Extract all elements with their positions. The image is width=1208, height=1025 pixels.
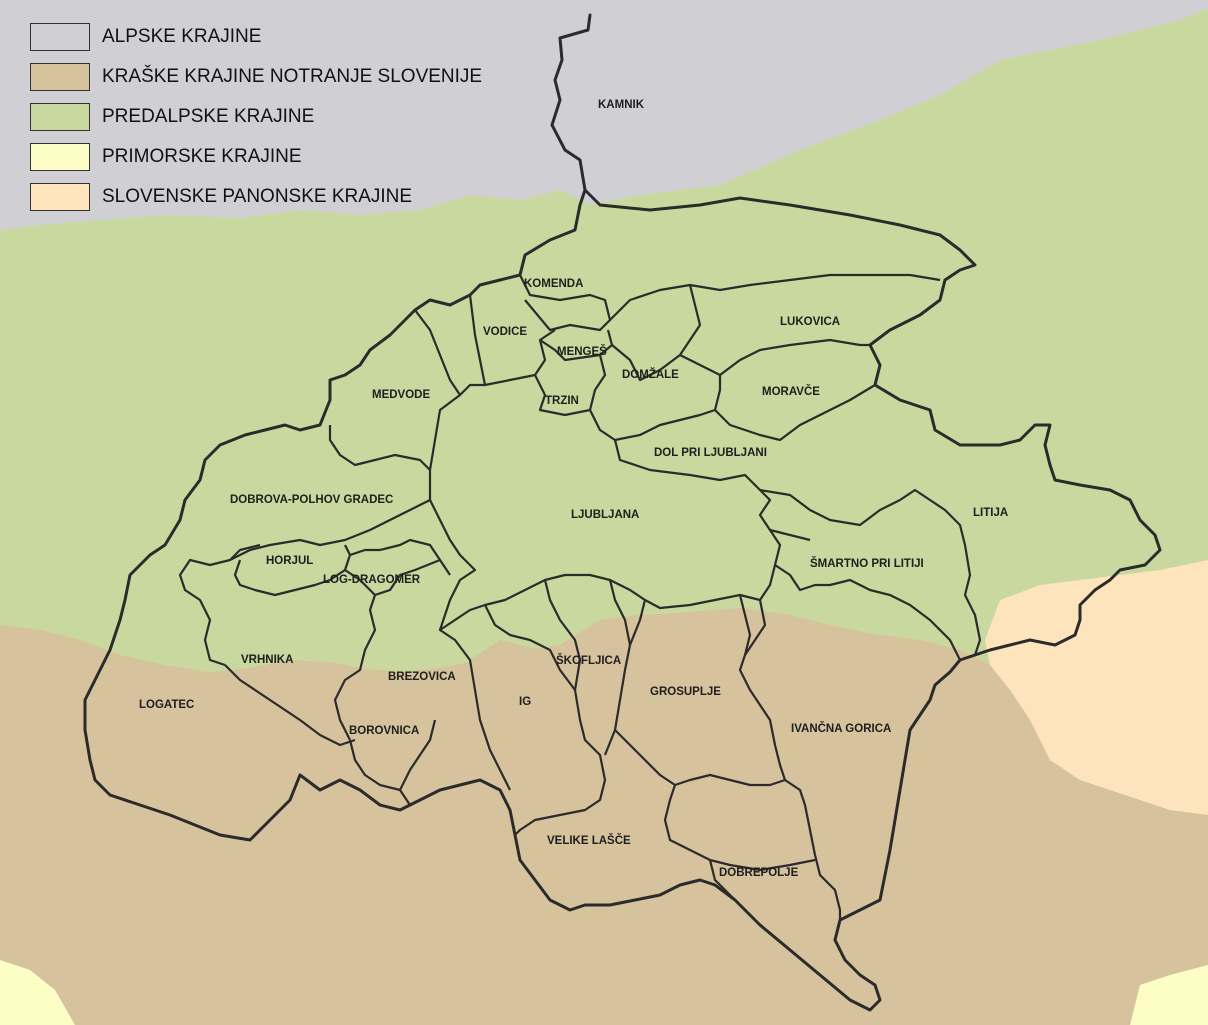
label-trzin: TRZIN [545,395,579,407]
label-kamnik: KAMNIK [598,99,645,111]
boundary-horjul [229,543,352,597]
legend-label-predalpine: PREDALPSKE KRAJINE [102,106,315,127]
boundary-velike [663,784,736,901]
boundary-ivancna [744,599,842,920]
label-litija: LITIJA [973,507,1008,519]
legend-swatch-coastal [30,143,90,171]
label-domzale: DOMŽALE [622,368,679,381]
label-vrhnika: VRHNIKA [241,654,293,666]
legend-item-panonian: SLOVENSKE PANONSKE KRAJINE [30,182,412,212]
label-ig: IG [519,696,531,708]
boundary-dol [589,375,876,442]
legend-swatch-predalpine [30,103,90,131]
boundary-ljubljana [428,439,782,632]
alpine-zone [0,0,1208,230]
label-borovnica: BOROVNICA [349,725,419,737]
boundary-vrhnika [224,664,356,747]
label-dobrova-polhov-gradec: DOBROVA-POLHOV GRADEC [230,494,393,506]
label-menges: MENGEŠ [557,345,607,358]
label-brezovica: BREZOVICA [388,671,456,683]
legend-item-alpine: ALPSKE KRAJINE [30,22,261,52]
label-vodice: VODICE [483,326,527,338]
label-horjul: HORJUL [266,555,313,567]
label-dobrepolje: DOBREPOLJE [719,867,799,879]
label-log-dragomer: LOG-DRAGOMER [323,574,421,586]
map-legend: ALPSKE KRAJINE KRAŠKE KRAJINE NOTRANJE S… [30,22,550,222]
legend-item-coastal: PRIMORSKE KRAJINE [30,142,302,172]
boundary-trzin [534,354,607,417]
boundary-medvode [328,309,485,472]
coastal-zone-east [1130,965,1208,1025]
legend-item-predalpine: PREDALPSKE KRAJINE [30,102,314,132]
coastal-zone [0,960,75,1025]
boundary-kamnik [584,189,601,206]
karst-zone-mid [470,640,580,790]
boundary-vodice [468,294,556,387]
label-dol-pri-ljubljani: DOL PRI LJUBLJANI [654,447,767,459]
label-lukovica: LUKOVICA [780,316,840,328]
label-komenda: KOMENDA [524,278,583,290]
legend-swatch-panonian [30,183,90,211]
boundary-dobrepolje [709,858,816,872]
boundary-smartno [769,528,961,661]
boundary-log [344,538,451,597]
label-smartno-pri-litiji: ŠMARTNO PRI LITIJI [810,557,924,570]
label-velike-lasce: VELIKE LAŠČE [547,834,631,847]
boundary-menges [539,329,614,362]
boundary-komenda [519,274,612,332]
label-medvode: MEDVODE [372,389,430,401]
label-grosuplje: GROSUPLJE [650,686,721,698]
boundary-grosuplje [614,594,807,806]
legend-label-karst: KRAŠKE KRAJINE NOTRANJE SLOVENIJE [102,66,483,87]
label-ivancna-gorica: IVANČNA GORICA [791,722,891,735]
boundary-lukovica [609,273,941,321]
label-skofljica: ŠKOFLJICA [556,654,621,667]
legend-label-coastal: PRIMORSKE KRAJINE [102,146,302,167]
legend-swatch-karst [30,63,90,91]
label-logatec: LOGATEC [139,699,194,711]
legend-label-panonian: SLOVENSKE PANONSKE KRAJINE [102,186,413,207]
boundary-ig [484,604,607,836]
karst-zone [0,608,1208,1025]
boundary-litija [759,488,982,656]
legend-swatch-alpine [30,23,90,51]
legend-item-karst: KRAŠKE KRAJINE NOTRANJE SLOVENIJE [30,62,482,92]
label-ljubljana: LJUBLJANA [571,509,639,521]
boundary-brezovica [333,594,511,791]
boundary-domzale [611,284,870,382]
legend-label-alpine: ALPSKE KRAJINE [102,26,262,47]
region-outline [83,13,1162,1012]
boundary-skofljica [543,579,632,756]
panonian-zone [985,560,1208,815]
boundary-borovnica [348,719,437,806]
label-moravce: MORAVČE [762,385,820,398]
